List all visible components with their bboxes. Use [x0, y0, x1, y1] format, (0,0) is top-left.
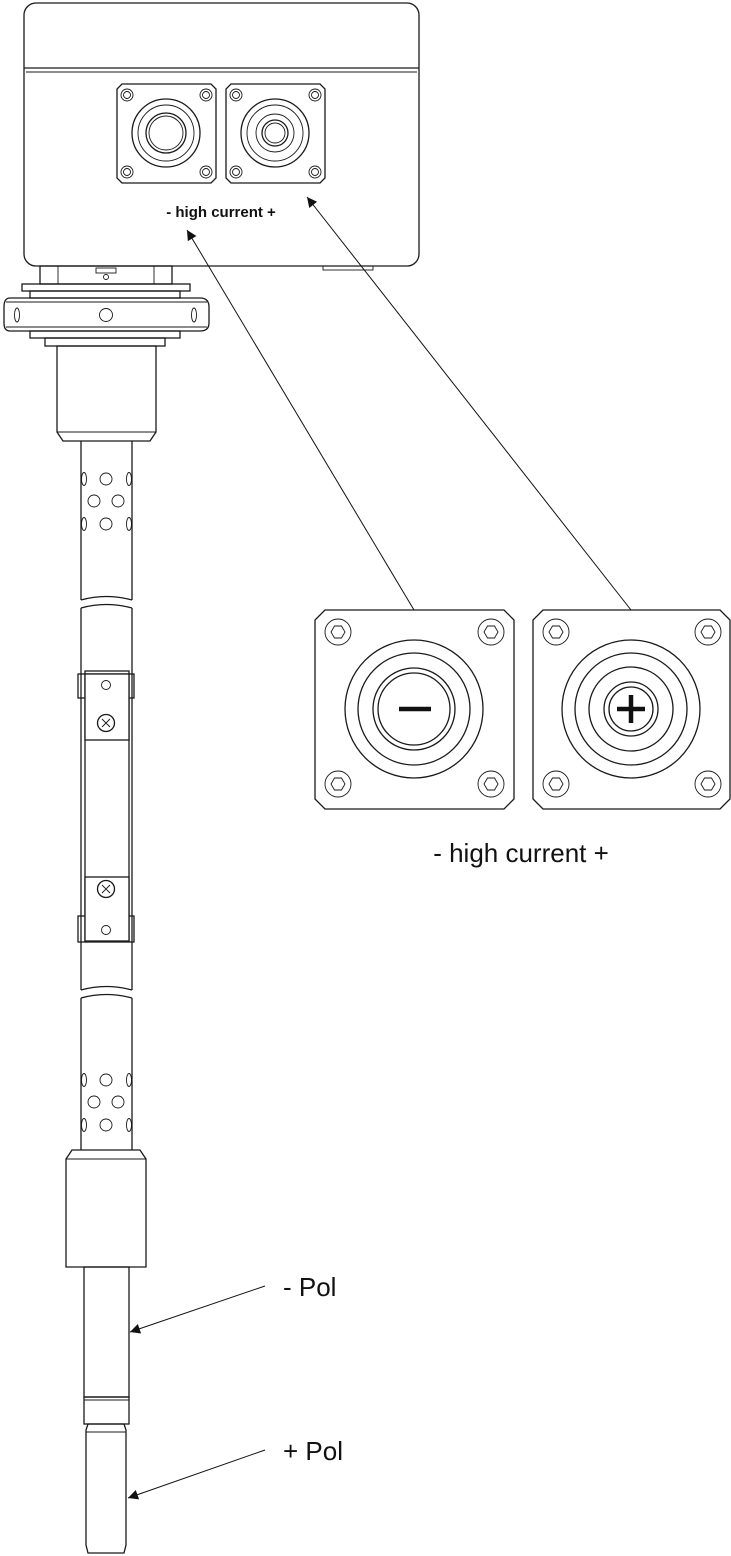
- connector-plus-small: [225, 83, 326, 184]
- leader-lines: [127, 196, 632, 1500]
- box-label: - high current +: [166, 204, 276, 221]
- electrode-rod: [83, 1266, 130, 1554]
- connector-minus-detail: [314, 609, 515, 810]
- leader-minus-connector: [186, 229, 415, 611]
- flange-mount: [3, 265, 210, 347]
- lower-sleeve: [65, 1149, 147, 1268]
- plus-symbol: [617, 695, 645, 723]
- housing-box: [23, 2, 420, 271]
- detail-label: - high current +: [433, 838, 609, 868]
- tube-clip: [77, 670, 135, 943]
- connector-plus-detail: [532, 609, 731, 810]
- leader-plus-connector: [306, 196, 632, 611]
- connector-minus-small: [116, 83, 217, 184]
- upper-sleeve: [56, 345, 157, 442]
- plus-pole-label: + Pol: [283, 1436, 343, 1466]
- minus-pole-label: - Pol: [283, 1272, 336, 1302]
- leader-minus-pole: [129, 1285, 266, 1334]
- leader-plus-pole: [127, 1449, 266, 1500]
- probe-tube: [80, 441, 133, 1150]
